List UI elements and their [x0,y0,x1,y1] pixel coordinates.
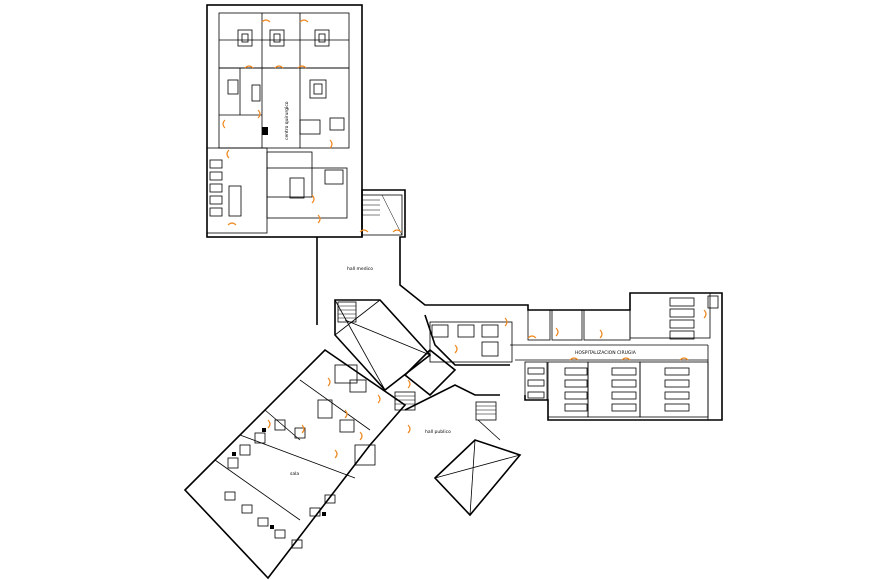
label-hall-medico: hall medico [347,266,373,272]
diagonal-wing: sala [183,348,407,580]
hospitalization-wing: HOSPITALIZACION CIRUGIA [440,292,723,421]
label-hall-publico: hall publico [425,429,451,435]
surgical-wing: centro quirurgico [206,4,363,238]
stair-core-public: hall publico [425,401,522,517]
middle-link [394,314,513,411]
label-hospitalization: HOSPITALIZACION CIRUGIA [575,350,637,356]
hall-medico-corridor: hall medico [316,189,440,325]
stair-core-left [334,299,432,392]
doors [222,19,707,459]
label-sala: sala [290,471,299,477]
label-centro-quirurgico: centro quirurgico [284,101,290,140]
